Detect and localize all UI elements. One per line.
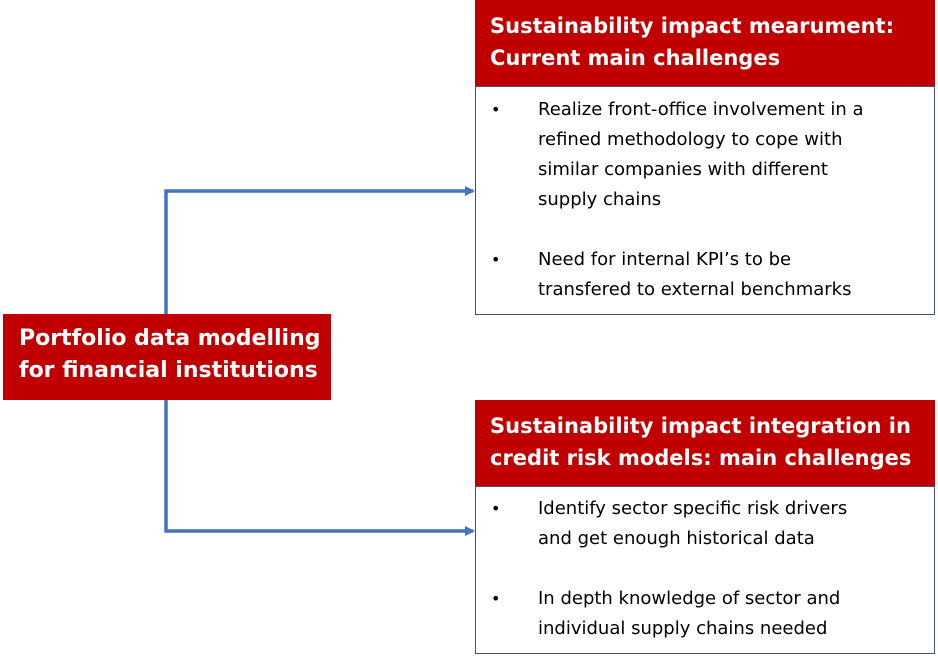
bullet-text-line: In depth knowledge of sector and	[538, 588, 841, 609]
source-line-2: for financial institutions	[19, 358, 318, 383]
bullet-text-line: Realize front-office involvement in a	[538, 99, 864, 120]
bullet-text-line: Identify sector specific risk drivers	[538, 498, 848, 519]
measurement-header: Sustainability impact mearument: Current…	[475, 0, 935, 86]
integration-header-line-1: Sustainability impact integration in	[490, 414, 911, 438]
bullet-text-line: and get enough historical data	[538, 528, 815, 549]
measurement-header-line-2: Current main challenges	[490, 46, 781, 70]
measurement-challenges-box: • Realize front-office involvement in a …	[475, 86, 935, 315]
bullet-icon: •	[491, 100, 501, 119]
integration-challenges-box: • Identify sector specific risk drivers …	[475, 486, 935, 654]
source-box: Portfolio data modelling for financial i…	[3, 314, 331, 400]
bullet-text-line: refined methodology to cope with	[538, 129, 843, 150]
bullet-text-line: transfered to external benchmarks	[538, 279, 852, 300]
arrow-to-integration	[164, 400, 475, 536]
bullet-text-line: individual supply chains needed	[538, 618, 828, 639]
source-line-1: Portfolio data modelling	[19, 326, 321, 351]
bullet-icon: •	[491, 250, 501, 269]
bullet-text-line: similar companies with different	[538, 159, 828, 180]
bullet-icon: •	[491, 589, 501, 608]
integration-header: Sustainability impact integration in cre…	[475, 400, 935, 486]
bullet-text-line: Need for internal KPI’s to be	[538, 249, 792, 270]
measurement-header-line-1: Sustainability impact mearument:	[490, 14, 894, 38]
arrow-to-measurement	[164, 186, 475, 314]
bullet-icon: •	[491, 499, 501, 518]
integration-header-line-2: credit risk models: main challenges	[490, 446, 912, 470]
bullet-text-line: supply chains	[538, 189, 662, 210]
